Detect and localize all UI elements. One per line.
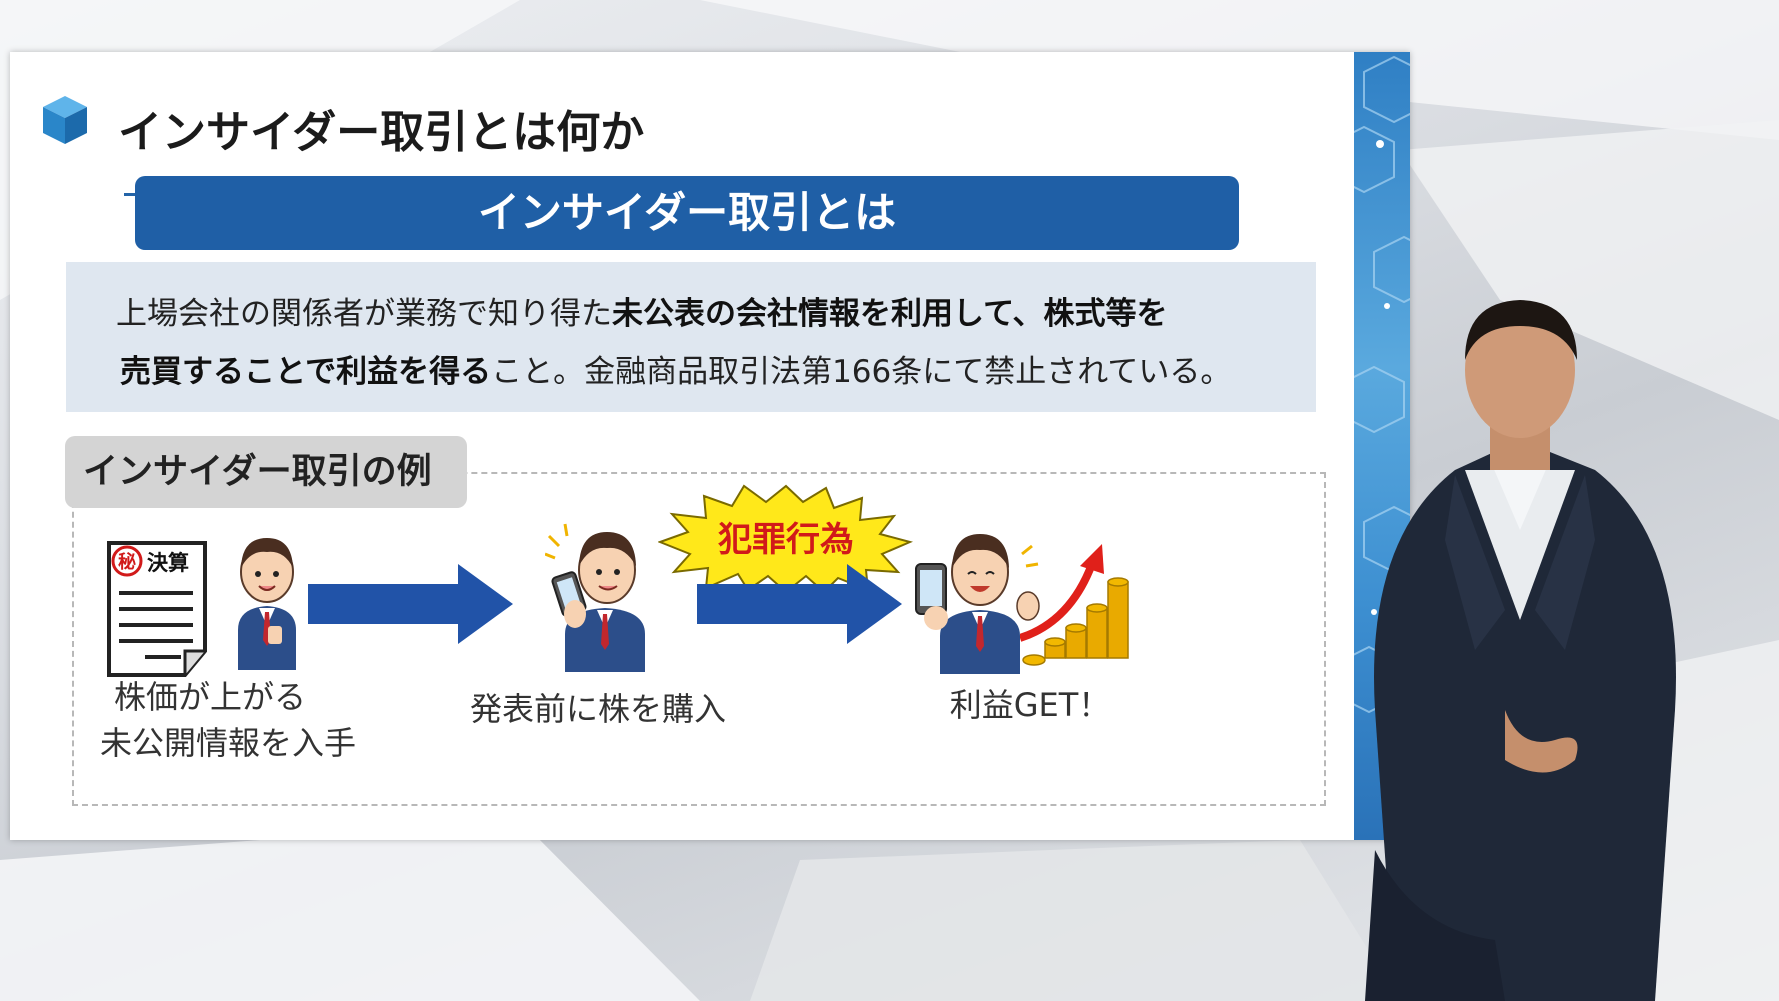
step-3-caption: 利益GET！ [930, 680, 1130, 726]
secret-document-icon: 秘 決算 [107, 541, 207, 677]
step-caption-line: 未公開情報を入手 [100, 724, 357, 762]
arrow-right-icon [308, 564, 513, 644]
presentation-slide: インサイダー取引とは何か インサイダー取引とは 上場会社の関係者が業務で知り得た… [10, 52, 1410, 840]
definition-heading: インサイダー取引とは [135, 176, 1239, 250]
definition-emphasis: 売買することで利益を得る [120, 354, 492, 390]
presenter [1365, 300, 1676, 1001]
crime-label: 犯罪行為 [718, 520, 854, 560]
businessman-icon [238, 538, 296, 670]
happy-businessman-icon [915, 534, 1040, 674]
businessman-phone-icon [545, 523, 645, 672]
rising-profit-icon [1020, 544, 1129, 666]
document-label: 決算 [147, 551, 189, 575]
definition-line-2: 売買することで利益を得ること。金融商品取引法第166条にて禁止されている。 [120, 346, 1231, 391]
secret-stamp: 秘 [118, 551, 136, 573]
definition-box: 上場会社の関係者が業務で知り得た未公表の会社情報を利用して、株式等を 売買するこ… [66, 262, 1316, 412]
step-2-caption: 発表前に株を購入 [468, 684, 728, 730]
definition-emphasis: 未公表の会社情報を利用して、株式等を [612, 296, 1168, 332]
step-caption-line: 利益GET！ [949, 686, 1111, 724]
step-1-caption: 株価が上がる 未公開情報を入手 [100, 672, 357, 764]
slide-title: インサイダー取引とは何か [118, 107, 645, 158]
definition-text: 上場会社の関係者が業務で知り得た [116, 296, 612, 332]
definition-line-1: 上場会社の関係者が業務で知り得た未公表の会社情報を利用して、株式等を [116, 288, 1168, 333]
arrow-right-icon [697, 564, 902, 644]
step-caption-line: 発表前に株を購入 [469, 690, 726, 728]
example-tag: インサイダー取引の例 [65, 436, 467, 508]
example-frame [72, 472, 1326, 806]
cube-icon [43, 96, 87, 144]
definition-text: こと。金融商品取引法第166条にて禁止されている。 [491, 354, 1232, 390]
step-caption-line: 株価が上がる [113, 678, 306, 716]
